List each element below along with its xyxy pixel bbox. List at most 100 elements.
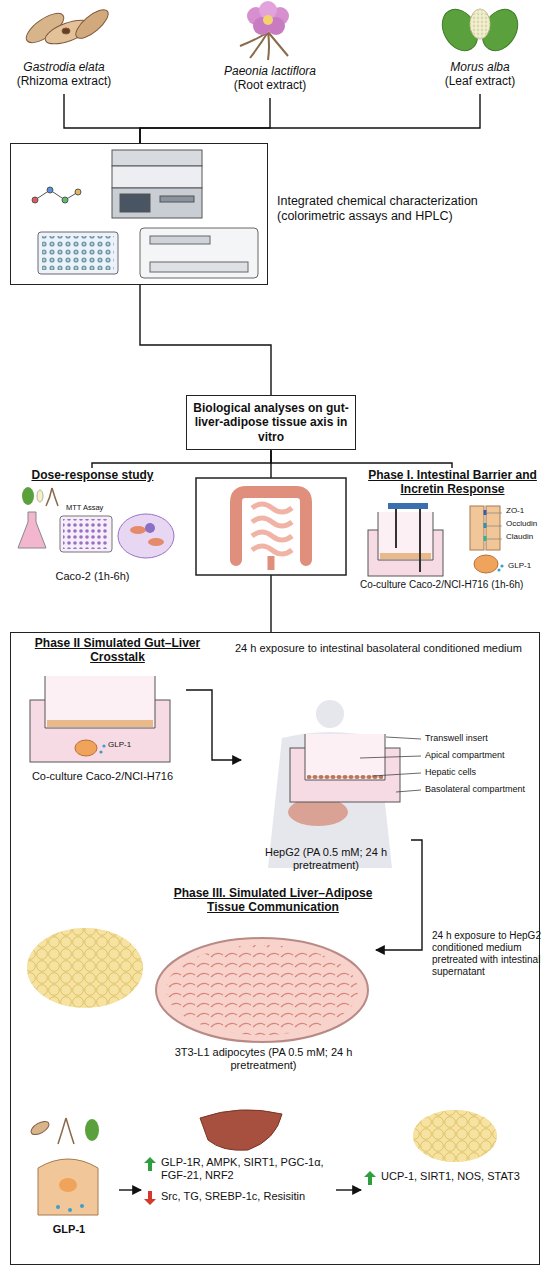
- method-box: Integrated chemical characterization (co…: [10, 143, 268, 285]
- coculture-transwell-part: [75, 740, 97, 756]
- hepatic-transwell-part: [372, 773, 421, 776]
- tight-junction-part: [470, 506, 484, 550]
- molecule-icon-part: [47, 187, 53, 193]
- well-plate-part: [38, 232, 118, 274]
- morus-leaf-berry-part: [470, 9, 490, 39]
- adipocyte-cluster: [27, 928, 143, 1008]
- hplc-instrument-part: [112, 166, 202, 188]
- enteroendocrine-cell-part: [59, 1178, 77, 1192]
- caco2-cells-part: [130, 526, 146, 534]
- enteroendocrine-cell-part: [80, 1204, 84, 1208]
- plant-icons: [22, 487, 58, 506]
- connector: [140, 94, 480, 143]
- connector: [119, 1189, 141, 1190]
- connector: [186, 690, 241, 760]
- arrow-shape: [364, 1171, 376, 1185]
- process-box: Biological analyses on gut-liver-adipose…: [186, 395, 356, 450]
- plant-icons-small-part: [29, 1119, 51, 1138]
- liver-icon: [200, 1110, 282, 1150]
- tight-junction-part: [484, 510, 487, 515]
- mtt-plate-part: [60, 516, 112, 552]
- node-text: 3T3-L1 adipocytes (PA 0.5 mM; 24 h pretr…: [151, 1046, 376, 1072]
- intestine-box-part: [196, 478, 346, 575]
- caco2-cells-part: [148, 538, 164, 546]
- flask-part: [18, 512, 46, 548]
- tight-junction-part: [500, 564, 503, 567]
- label-text: Transwell insert: [425, 733, 543, 744]
- label-text: 24 h exposure to intestinal basolateral …: [235, 642, 535, 655]
- label-text: Hepatic cells: [425, 767, 543, 778]
- plant-icons-small: [29, 1118, 99, 1144]
- node-text: Co-culture Caco-2/NCI-H716: [19, 770, 186, 783]
- liver-icon-part: [200, 1110, 282, 1150]
- teer-transwell-part: [419, 509, 421, 572]
- caco2-cells: [118, 514, 174, 558]
- hepatic-transwell-part: [396, 790, 421, 792]
- node-text: (Root extract): [200, 78, 340, 92]
- plant-icons-small-part: [58, 1118, 74, 1144]
- plate-reader: [140, 228, 258, 278]
- label-text: Basolateral compartment: [425, 784, 543, 795]
- node-text: Co-culture Caco-2/NCI-H716 (1h-6h): [360, 579, 545, 591]
- node-text: Gastrodia elata: [4, 60, 124, 74]
- node-text: Phase II Simulated Gut–Liver Crosstalk: [15, 636, 220, 665]
- incretin-node: GLP-1: [19, 1111, 119, 1246]
- well-plate-part: [42, 236, 114, 270]
- plant-icons-part: [46, 488, 58, 506]
- adipose-icon: [413, 1110, 497, 1162]
- tight-junction-part: [484, 523, 487, 528]
- enteroendocrine-cell-part: [56, 1205, 60, 1209]
- hepatic-transwell-part: [307, 773, 383, 779]
- molecule-icon-part: [75, 189, 81, 195]
- tight-junction-part: [487, 526, 502, 527]
- plant-label: Morus alba(Leaf extract): [420, 60, 540, 94]
- paeonia-flower-root: [240, 1, 289, 60]
- morus-leaf-berry-part: [470, 9, 490, 39]
- label-text: Phase III. Simulated Liver–Adipose Tissu…: [158, 886, 388, 915]
- hplc-instrument-part: [112, 188, 202, 218]
- hepatic-transwell-part: [386, 737, 421, 739]
- node-text: Paeonia lactiflora: [200, 64, 340, 78]
- label-text: GLP-1: [508, 561, 546, 571]
- study-panel: Dose-response studyCaco-2 (1h-6h): [5, 468, 180, 588]
- connector: [271, 450, 452, 468]
- adipocyte-cluster-part: [27, 928, 143, 1008]
- hepatic-transwell: [290, 734, 421, 802]
- up-arrow-icon: [144, 1157, 156, 1171]
- adipose-icon-part: [413, 1110, 497, 1162]
- down-arrow-icon: [144, 1191, 156, 1205]
- tight-junction-part: [484, 536, 487, 541]
- intestine-box-part: [236, 492, 306, 560]
- adipocyte-cluster-part: [27, 928, 143, 1008]
- node-text: (Rhizoma extract): [4, 74, 124, 88]
- up-arrow-icon: [364, 1171, 376, 1185]
- liver-node: GLP-1R, AMPK, SIRT1, PGC-1α, FGF-21, NRF…: [141, 1106, 336, 1256]
- gastrodia-rhizome: [22, 5, 113, 49]
- phase-panel: Phase I. Intestinal Barrier and Incretin…: [360, 468, 545, 618]
- connector: [140, 98, 270, 143]
- label-text: Apical compartment: [425, 750, 543, 761]
- connector: [336, 1189, 361, 1190]
- connector: [140, 285, 271, 395]
- tight-junction-part: [486, 506, 500, 550]
- paeonia-flower-root-part: [263, 15, 273, 25]
- node-text: HepG2 (PA 0.5 mM; 24 h pretreatment): [241, 846, 411, 872]
- petri-dish-part: [166, 945, 358, 1035]
- node-text: Caco-2 (1h-6h): [5, 570, 180, 583]
- paeonia-flower-root-part: [240, 32, 288, 60]
- hplc-instrument: [112, 150, 202, 218]
- enteroendocrine-cell-part: [38, 1159, 98, 1215]
- mtt-plate-part: [63, 519, 109, 549]
- coculture-transwell: [30, 676, 170, 762]
- tight-junction-part: [474, 555, 498, 573]
- human-silhouette-part: [316, 700, 344, 728]
- hplc-instrument-part: [120, 194, 150, 212]
- caco2-cells-part: [145, 523, 155, 533]
- hepatic-transwell-part: [305, 734, 385, 780]
- coculture-transwell-part: [47, 720, 153, 727]
- teer-transwell-part: [380, 553, 431, 559]
- label-text: GLP-1: [108, 740, 148, 750]
- label-text: 24 h exposure to HepG2 conditioned mediu…: [432, 930, 542, 978]
- adipocyte-node: 3T3-L1 adipocytes (PA 0.5 mM; 24 h pretr…: [151, 926, 376, 1096]
